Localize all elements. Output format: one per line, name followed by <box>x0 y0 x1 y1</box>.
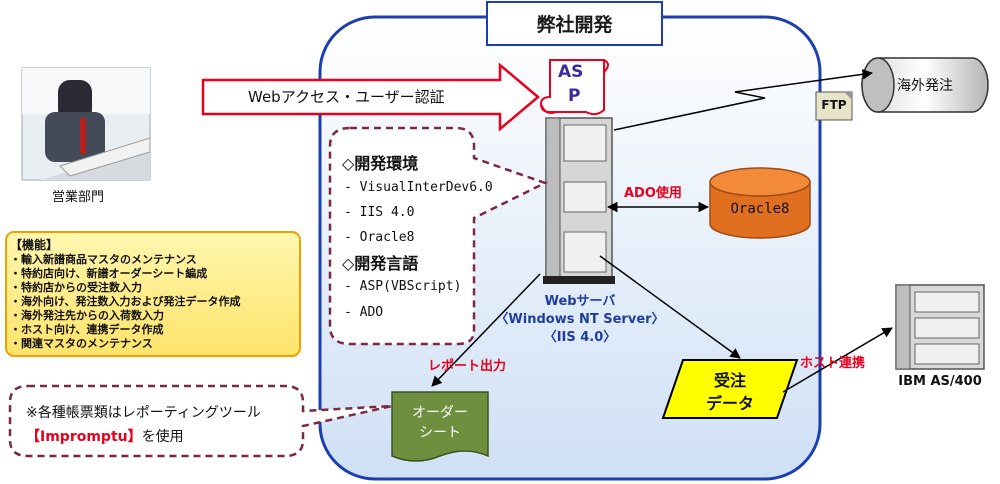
host-link-label: ホスト連携 <box>800 356 866 371</box>
note-line-2: 【Impromptu】を使用 <box>26 426 184 446</box>
features-item: ・関連マスタのメンテナンス <box>10 337 153 350</box>
order-data-label-1: 受注 <box>713 371 746 390</box>
server-to-order-data-arrow <box>599 255 741 359</box>
asp-badge-line2: P <box>568 86 581 106</box>
features-heading: 【機能】 <box>10 238 59 252</box>
web-access-arrow <box>201 62 540 132</box>
dev-lang-heading: ◇開発言語 <box>342 254 419 273</box>
dev-info-callout <box>328 126 549 346</box>
web-server-label-3: 〈IIS 4.0〉 <box>543 330 617 345</box>
order-sheet-document <box>391 391 489 462</box>
dev-env-heading: ◇開発環境 <box>342 154 419 173</box>
order-sheet-label-2: シート <box>419 425 461 441</box>
dev-env-item: - IIS 4.0 <box>344 205 415 220</box>
sales-dept-label: 営業部門 <box>52 190 105 205</box>
dev-env-item: - Oracle8 <box>344 230 415 245</box>
order-data-shape <box>661 359 799 419</box>
order-sheet-label-1: オーダー <box>412 405 468 421</box>
dev-lang-item: - ASP(VBScript) <box>344 279 462 294</box>
note-tool-suffix: を使用 <box>141 429 184 445</box>
features-item: ・特約店からの受注数入力 <box>10 281 142 294</box>
dev-lang-item: - ADO <box>344 305 384 320</box>
features-item: ・輸入新譜商品マスタのメンテナンス <box>10 253 197 266</box>
features-box <box>5 231 301 357</box>
features-item: ・ホスト向け、連携データ作成 <box>10 323 164 336</box>
report-output-arrow <box>431 273 541 387</box>
features-item: ・海外向け、発注数入力および発注データ作成 <box>10 295 241 308</box>
host-link-arrow <box>782 327 893 393</box>
web-server-label-1: Webサーバ <box>544 294 616 309</box>
web-access-label: Webアクセス・ユーザー認証 <box>248 88 445 106</box>
features-item: ・海外発注先からの入荷数入力 <box>10 309 164 322</box>
note-callout <box>8 384 393 458</box>
ftp-label: FTP <box>821 98 847 112</box>
ftp-link-line <box>613 69 874 131</box>
oracle-label: Oracle8 <box>730 201 790 217</box>
web-server-label-2: 〈Windows NT Server〉 <box>495 312 665 327</box>
report-output-label: レポート出力 <box>428 359 507 374</box>
dev-env-item: - VisualInterDev6.0 <box>344 180 493 195</box>
note-line-1: ※各種帳票類はレポーティングツール <box>26 405 261 421</box>
page-title: 弊社開発 <box>536 14 613 36</box>
oracle-database <box>709 167 811 239</box>
order-data-label-2: データ <box>705 394 754 413</box>
asp-badge-line1: AS <box>558 62 584 82</box>
ado-label: ADO使用 <box>624 186 682 201</box>
overseas-label: 海外発注 <box>897 78 953 94</box>
ibm-as400-server <box>895 284 985 370</box>
title-box <box>486 1 663 46</box>
person-at-computer-icon <box>21 67 151 181</box>
web-server-tower <box>543 117 615 284</box>
note-tool-name: 【Impromptu】 <box>26 429 142 445</box>
asp-badge <box>539 59 609 116</box>
features-item: ・特約店向け、新譜オーダーシート編成 <box>10 267 208 280</box>
ftp-badge <box>815 91 853 121</box>
ibm-label: IBM AS/400 <box>898 374 982 389</box>
